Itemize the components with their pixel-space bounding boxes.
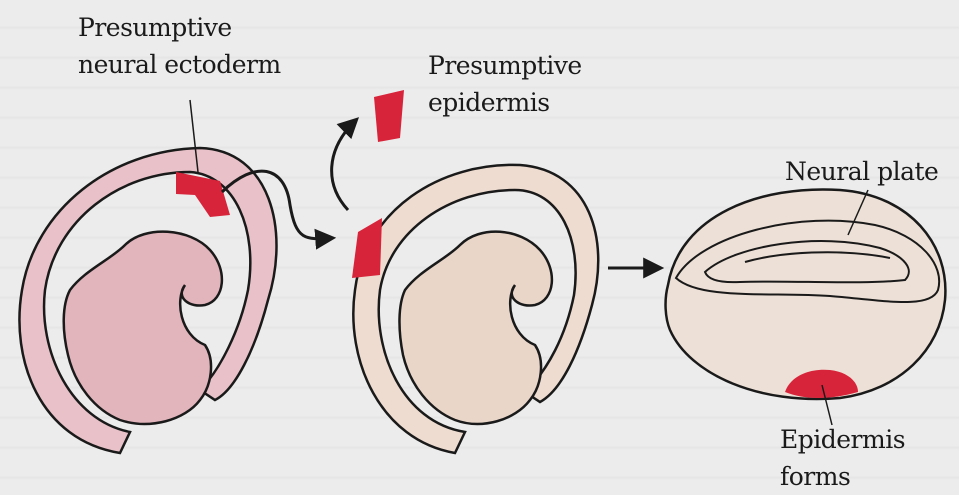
- donor-embryo-yolk-mass: [64, 232, 222, 424]
- donor-embryo: [19, 148, 276, 453]
- label-epidermis-forms-line1: Epidermis: [780, 426, 905, 454]
- label-neural-plate: Neural plate: [785, 158, 938, 186]
- neural-plate-embryo: [666, 189, 946, 399]
- label-presumptive-epidermis-line1: Presumptive: [428, 52, 582, 80]
- excised-epidermis-piece: [374, 90, 404, 142]
- label-presumptive-neural-ectoderm-line1: Presumptive: [78, 14, 232, 42]
- grafted-tissue-patch: [352, 218, 382, 278]
- excision-arrow: [332, 120, 356, 210]
- label-presumptive-epidermis-line2: epidermis: [428, 89, 550, 117]
- label-presumptive-neural-ectoderm-line2: neural ectoderm: [78, 51, 281, 79]
- host-embryo: [352, 165, 598, 453]
- label-epidermis-forms-line2: forms: [780, 463, 850, 491]
- host-embryo-yolk-mass: [399, 232, 551, 424]
